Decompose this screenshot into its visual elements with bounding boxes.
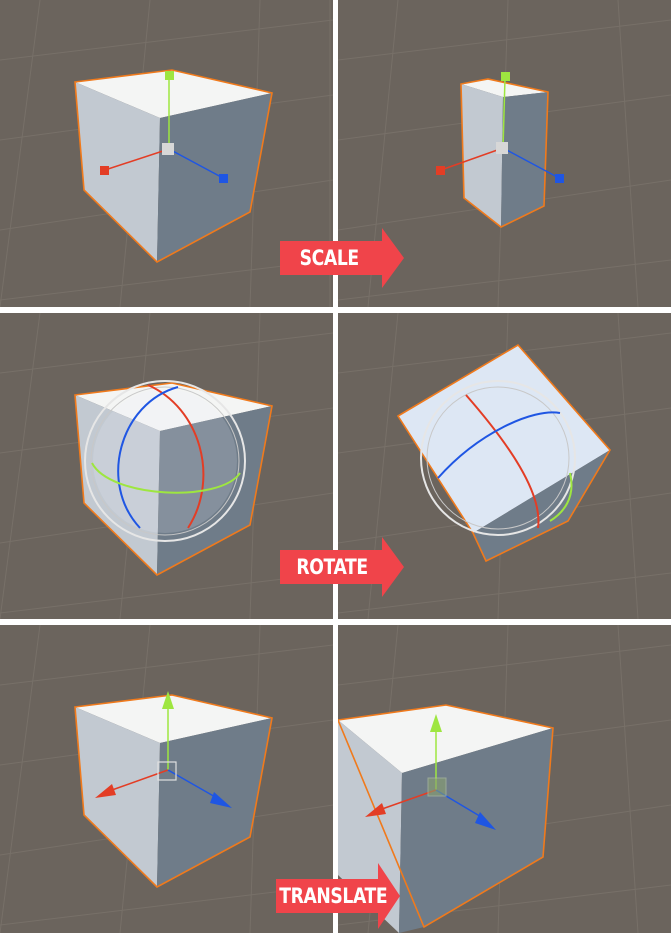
z-axis-arrow-icon[interactable] [475, 812, 496, 830]
x-axis-arrow-icon[interactable] [95, 784, 116, 798]
rotation-y-ring-icon[interactable] [91, 462, 241, 494]
cube-top-face [398, 345, 610, 533]
scale-label: SCALE [299, 246, 359, 270]
center-handle-icon[interactable] [162, 143, 174, 155]
cube-selection-outline [74, 69, 273, 263]
cube-right-face [157, 93, 272, 262]
y-axis-arrow-icon[interactable] [430, 714, 442, 732]
scale-before-viewport [0, 0, 333, 307]
rotate-before-scene [0, 313, 333, 619]
cube-left-face [75, 82, 160, 262]
cube-top-face [338, 705, 553, 773]
rotation-x-ring-icon[interactable] [465, 394, 540, 529]
arrow-shape [280, 228, 404, 288]
y-axis-arrow-icon[interactable] [162, 691, 174, 709]
rotation-outer-ring-icon[interactable] [420, 380, 576, 536]
cube-selection-outline [338, 704, 554, 929]
rotate-label: ROTATE [296, 555, 368, 579]
cube-selection-outline [460, 78, 549, 228]
x-axis-handle-icon[interactable] [436, 166, 445, 175]
cube-selection-outline [74, 694, 273, 888]
scale-label-arrow: SCALE [280, 228, 404, 288]
rotate-before-viewport [0, 313, 333, 619]
y-axis-handle-icon[interactable] [165, 71, 174, 80]
plane-handle-icon[interactable] [157, 761, 177, 781]
rotation-z-ring-icon[interactable] [437, 411, 561, 479]
z-axis-handle-icon[interactable] [219, 174, 228, 183]
rotation-sphere-icon [93, 389, 237, 533]
translate-before-scene [0, 625, 333, 933]
rotation-x-ring-icon[interactable] [147, 384, 205, 529]
cube-left-face [75, 707, 160, 887]
rotate-after-scene [338, 313, 671, 619]
rotate-label-arrow: ROTATE [280, 537, 404, 597]
cube-selection-outline [396, 343, 611, 563]
arrow-shape [280, 537, 404, 597]
x-axis-handle-icon[interactable] [100, 166, 109, 175]
cube-right-face [473, 450, 610, 561]
x-axis-arrow-icon[interactable] [365, 803, 386, 817]
plane-handle-icon[interactable] [427, 777, 447, 797]
scale-after-scene [338, 0, 671, 307]
scale-before-scene [0, 0, 333, 307]
arrow-shape [276, 863, 400, 929]
cube-selection-outline [74, 382, 273, 576]
z-axis-arrow-icon[interactable] [210, 792, 232, 808]
translate-label-arrow: TRANSLATE [276, 863, 400, 929]
center-handle-icon[interactable] [496, 142, 508, 154]
y-axis-handle-icon[interactable] [501, 72, 510, 81]
rotation-y-ring-icon[interactable] [549, 472, 573, 522]
z-axis-handle-icon[interactable] [555, 174, 564, 183]
rotation-outer-ring-icon[interactable] [84, 380, 246, 542]
rotation-z-ring-icon[interactable] [117, 386, 179, 529]
translate-label: TRANSLATE [279, 884, 388, 908]
